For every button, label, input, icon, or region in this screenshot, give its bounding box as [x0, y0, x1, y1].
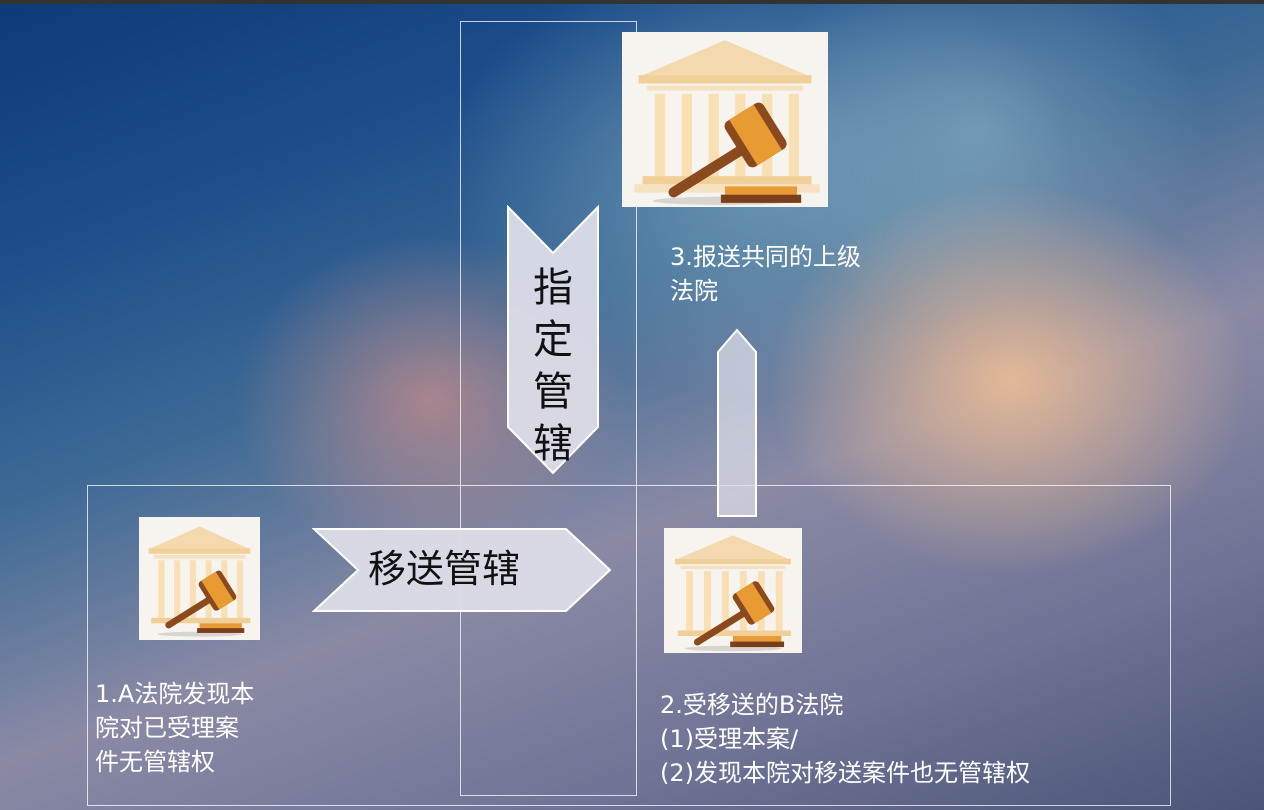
label-superior-court: 3.报送共同的上级 法院 — [670, 243, 861, 305]
label-court-a: 1.A法院发现本 院对已受理案 件无管辖权 — [95, 680, 255, 776]
courthouse-b-icon — [664, 528, 802, 653]
designate-jurisdiction-label: 指 定 管 辖 — [533, 265, 573, 467]
transfer-jurisdiction-label: 移送管辖 — [368, 547, 521, 591]
top-bar — [0, 0, 1264, 4]
label-court-b: 2.受移送的B法院 (1)受理本案/ (2)发现本院对移送案件也无管辖权 — [660, 691, 1030, 787]
courthouse-a-icon — [139, 517, 260, 640]
courthouse-superior-icon — [622, 32, 828, 207]
vertical-frame — [460, 21, 637, 796]
courthouse-gavel-icon — [148, 526, 251, 637]
transfer-jurisdiction-arrow — [312, 527, 612, 613]
designate-jurisdiction-arrow — [506, 205, 600, 475]
courthouse-gavel-icon — [675, 535, 791, 652]
horizontal-frame — [87, 485, 1171, 806]
courthouse-gavel-icon — [634, 40, 820, 205]
up-arrow — [716, 328, 758, 518]
